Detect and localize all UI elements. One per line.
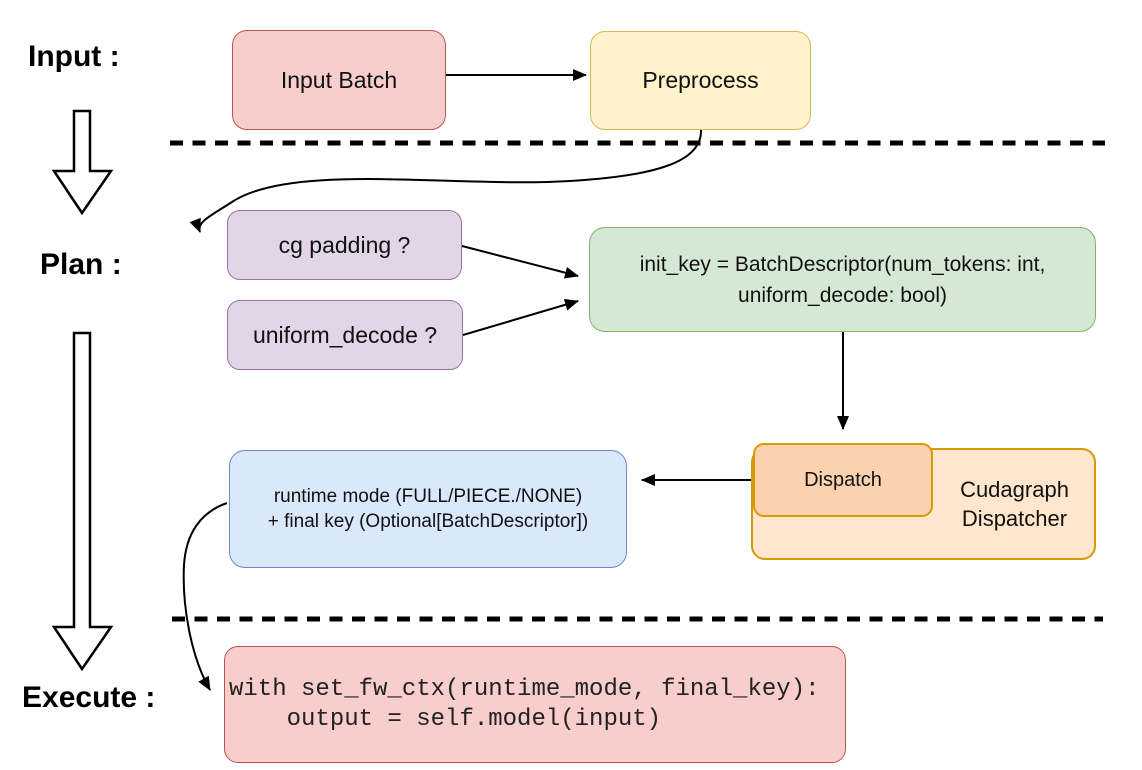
init-key-node: init_key = BatchDescriptor(num_tokens: i… bbox=[589, 227, 1096, 332]
plan-to-execute-hollow-arrow-icon bbox=[51, 331, 114, 672]
dispatch-label: Dispatch bbox=[804, 468, 882, 491]
arrow-runtimemode-to-executecode bbox=[182, 502, 228, 691]
cudagraph-dispatcher-line2: Dispatcher bbox=[961, 506, 1068, 531]
init-key-line2: uniform_decode: bool) bbox=[738, 283, 947, 307]
preprocess-node: Preprocess bbox=[590, 31, 811, 130]
plan-stage-label: Plan : bbox=[40, 248, 122, 281]
uniform-decode-node: uniform_decode ? bbox=[227, 300, 463, 370]
input-batch-label: Input Batch bbox=[280, 66, 398, 93]
preprocess-label: Preprocess bbox=[642, 67, 759, 94]
cudagraph-dispatcher-label: Cudagraph Dispatcher bbox=[933, 448, 1096, 560]
execute-code-line2: output = self.model(input) bbox=[229, 705, 662, 733]
runtime-mode-line1: runtime mode (FULL/PIECE./NONE) bbox=[273, 486, 583, 507]
input-to-plan-hollow-arrow-icon bbox=[51, 109, 114, 216]
arrow-uniformdecode-to-initkey bbox=[462, 298, 579, 336]
runtime-mode-line2: + final key (Optional[BatchDescriptor]) bbox=[267, 511, 589, 532]
execute-code-line1: with set_fw_ctx(runtime_mode, final_key)… bbox=[229, 675, 820, 703]
cudagraph-dispatcher-line1: Cudagraph bbox=[960, 477, 1069, 502]
input-batch-node: Input Batch bbox=[232, 30, 446, 130]
input-stage-label: Input : bbox=[28, 40, 120, 73]
execute-stage-label: Execute : bbox=[22, 681, 156, 714]
execute-code-node: with set_fw_ctx(runtime_mode, final_key)… bbox=[224, 646, 846, 763]
uniform-decode-label: uniform_decode ? bbox=[252, 321, 438, 348]
cg-padding-label: cg padding ? bbox=[278, 231, 411, 258]
dispatch-node: Dispatch bbox=[753, 443, 933, 517]
runtime-mode-node: runtime mode (FULL/PIECE./NONE) + final … bbox=[229, 450, 627, 568]
cg-padding-node: cg padding ? bbox=[227, 210, 462, 280]
init-key-line1: init_key = BatchDescriptor(num_tokens: i… bbox=[639, 252, 1046, 276]
arrow-cgpadding-to-initkey bbox=[461, 245, 579, 279]
